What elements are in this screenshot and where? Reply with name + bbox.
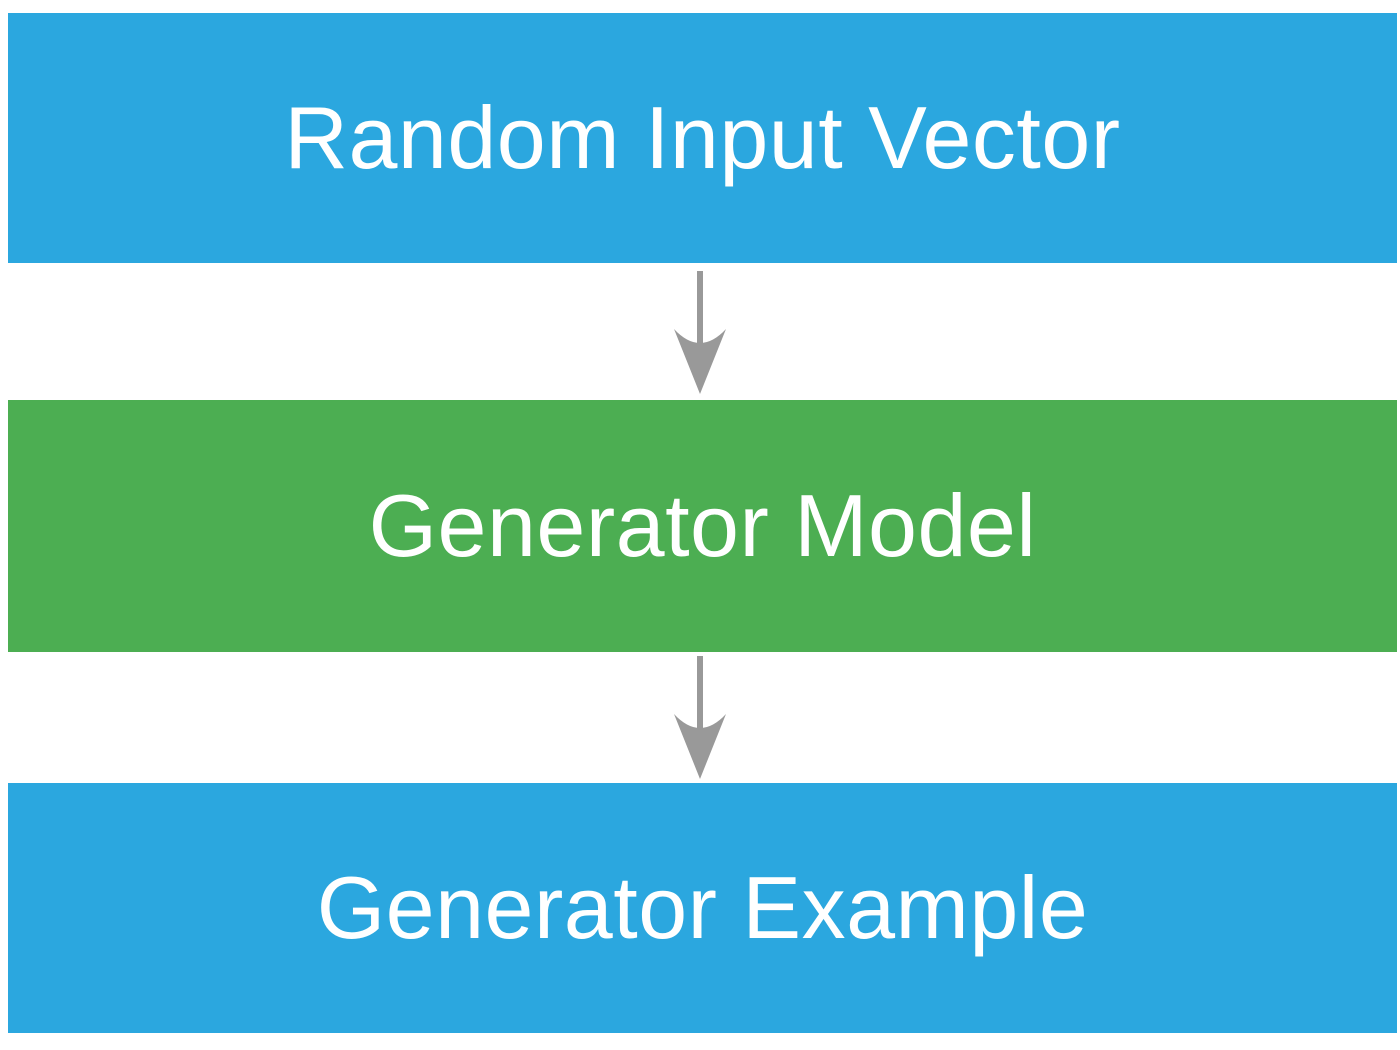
flow-node-label: Random Input Vector <box>284 88 1121 187</box>
flow-node-random-input-vector: Random Input Vector <box>8 13 1397 263</box>
arrow-head <box>674 329 726 394</box>
arrow-head <box>674 714 726 779</box>
flow-node-label: Generator Example <box>316 858 1089 957</box>
down-arrow-icon <box>674 656 726 779</box>
arrow-shaft <box>697 656 703 732</box>
flow-node-label: Generator Model <box>368 476 1037 575</box>
down-arrow-icon <box>674 271 726 394</box>
flow-node-generator-model: Generator Model <box>8 400 1397 652</box>
arrow-shaft <box>697 271 703 347</box>
flow-node-generator-example: Generator Example <box>8 783 1397 1033</box>
